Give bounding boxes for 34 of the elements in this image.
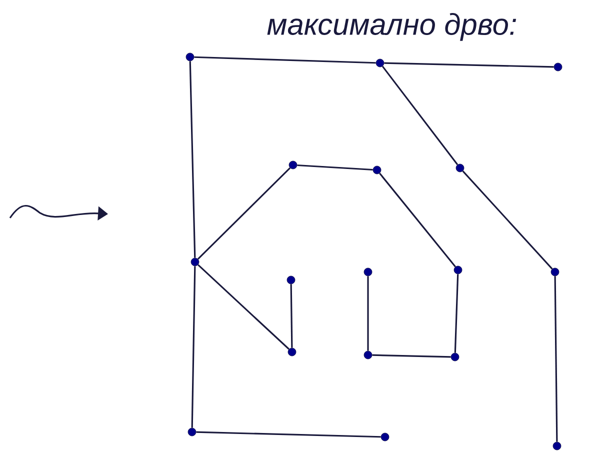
graph-edge	[367, 276, 369, 351]
title: максимално дрво:	[267, 13, 516, 41]
graph-edge	[197, 167, 291, 260]
graph-edge	[462, 170, 553, 270]
graph-vertex	[364, 268, 372, 276]
graph-vertex	[456, 164, 464, 172]
graph-vertex	[454, 266, 462, 274]
graph-vertex	[550, 268, 560, 276]
graph-edge	[191, 266, 196, 428]
graph-vertex	[288, 348, 296, 356]
graph-edge	[454, 274, 459, 353]
graph-edge	[372, 354, 451, 358]
graph-vertex	[554, 62, 562, 72]
graph-vertex	[552, 442, 562, 450]
graph-edge	[196, 431, 381, 438]
graph-edge	[290, 284, 293, 348]
graph-edge	[554, 276, 558, 442]
graph-edge	[198, 264, 290, 350]
graph-vertex	[380, 432, 390, 442]
graph-vertex	[372, 166, 382, 174]
graph-vertex	[190, 258, 200, 266]
graph-edge	[384, 62, 554, 68]
graph-vertex	[364, 350, 372, 360]
graph-vertex	[188, 428, 196, 436]
graph-edge	[379, 172, 456, 268]
graph-vertex	[186, 52, 194, 62]
graph-vertex	[450, 352, 460, 362]
graph-edge	[382, 66, 458, 166]
graph-edge	[189, 61, 196, 258]
graph-vertex	[288, 160, 298, 170]
graph-edge	[297, 164, 373, 171]
graph-vertex	[376, 58, 384, 68]
graph-edge	[194, 56, 376, 64]
graph-vertex	[286, 276, 296, 284]
